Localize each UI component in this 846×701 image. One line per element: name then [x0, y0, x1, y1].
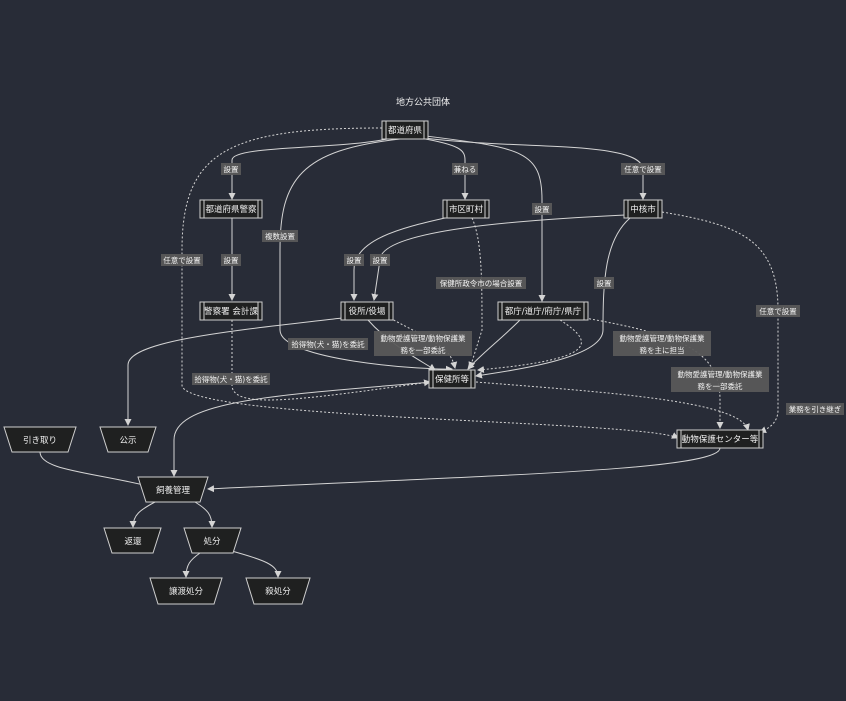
label-nin-setchi-chukaku: 任意で設置 [621, 163, 665, 175]
edge-todofuken-tocho [425, 135, 546, 302]
node-shiyo: 飼養管理 [137, 476, 209, 503]
node-center: 動物保護センター等 [676, 429, 764, 449]
svg-text:任意で設置: 任意で設置 [163, 255, 201, 265]
edge-center-shiyo [207, 447, 721, 493]
svg-text:兼ねる: 兼ねる [454, 164, 477, 174]
svg-text:設置: 設置 [224, 255, 239, 265]
label-fukusu-setchi: 複数設置 [262, 230, 298, 242]
edge-shikuchoson-hokenjo [468, 217, 483, 369]
label-setchi-tocho: 設置 [532, 203, 552, 215]
node-yakusho: 役所/役場 [340, 301, 394, 321]
edge-todofuken-police [228, 137, 393, 200]
svg-text:公示: 公示 [119, 436, 136, 446]
svg-text:複数設置: 複数設置 [265, 231, 295, 241]
svg-text:動物愛護管理/動物保護業: 動物愛護管理/動物保護業 [619, 333, 705, 343]
node-satsu: 殺処分 [245, 577, 311, 605]
svg-text:務を主に担当: 務を主に担当 [640, 345, 685, 355]
edge-todofuken-hokenjo [279, 138, 453, 373]
svg-text:都庁/道庁/府庁/県庁: 都庁/道庁/府庁/県庁 [505, 306, 582, 317]
edge-labels: 設置 兼ねる 任意で設置 設置 複数設置 任意で設置 設置 設置 [161, 163, 844, 415]
node-shikuchoson: 市区町村 [442, 199, 490, 219]
svg-text:引き取り: 引き取り [23, 436, 57, 446]
label-nin-setchi-center-2: 任意で設置 [756, 305, 800, 317]
svg-text:拾得物(犬・猫)を委託: 拾得物(犬・猫)を委託 [194, 374, 268, 384]
svg-text:設置: 設置 [373, 255, 388, 265]
edge-shiyo-shobun [194, 501, 216, 528]
label-ichibu-1: 動物愛護管理/動物保護業 務を一部委託 [374, 331, 472, 356]
svg-text:設置: 設置 [597, 278, 612, 288]
edges [39, 127, 779, 578]
edge-todofuken-shikuchoson [419, 137, 469, 200]
edge-hokenjo-center [475, 381, 750, 431]
svg-text:保健所等: 保健所等 [435, 374, 470, 385]
node-hokenjo: 保健所等 [428, 369, 476, 389]
svg-text:殺処分: 殺処分 [265, 586, 291, 597]
edge-shikuchoson-yakusho-1 [350, 217, 446, 301]
node-todofuken: 都道府県 [381, 120, 429, 140]
edge-chukakushi-hokenjo [475, 217, 631, 379]
node-joto: 譲渡処分 [149, 577, 223, 605]
svg-text:設置: 設置 [535, 204, 550, 214]
edge-tocho-hokenjo [467, 319, 521, 370]
node-police: 都道府県警察 [199, 199, 263, 219]
svg-text:設置: 設置 [347, 255, 362, 265]
svg-text:動物保護センター等: 動物保護センター等 [682, 434, 759, 445]
diagram-title: 地方公共団体 [396, 96, 450, 108]
edge-chukakushi-yakusho [371, 214, 626, 301]
svg-text:都道府県警察: 都道府県警察 [205, 204, 257, 215]
svg-text:処分: 処分 [203, 536, 221, 547]
edge-shobun-satsu [227, 549, 282, 578]
svg-text:市区町村: 市区町村 [449, 204, 484, 215]
edge-keisatsusho-hokenjo [231, 320, 431, 401]
svg-text:都道府県: 都道府県 [388, 125, 423, 136]
node-hikitori: 引き取り [3, 426, 77, 453]
svg-text:動物愛護管理/動物保護業: 動物愛護管理/動物保護業 [677, 369, 763, 379]
label-kaneru: 兼ねる [452, 163, 478, 175]
edge-hikitori-shiyo [39, 451, 149, 488]
label-setchi-yakusho-2: 設置 [370, 254, 390, 266]
label-setchi-police: 設置 [221, 163, 241, 175]
svg-text:返還: 返還 [124, 536, 142, 547]
svg-text:中核市: 中核市 [630, 204, 656, 215]
edge-hokenjo-shiyo [170, 381, 433, 477]
svg-text:役所/役場: 役所/役場 [349, 306, 386, 317]
svg-text:動物愛護管理/動物保護業: 動物愛護管理/動物保護業 [380, 333, 466, 343]
edge-shobun-joto [182, 552, 201, 578]
edge-todofuken-center-dotted [181, 127, 679, 439]
svg-text:務を一部委託: 務を一部委託 [698, 381, 743, 391]
svg-text:設置: 設置 [224, 164, 239, 174]
node-henkan: 返還 [103, 527, 162, 554]
label-seirei: 保健所政令市の場合設置 [436, 277, 526, 289]
edge-yakusho-hokenjo-dotted [389, 317, 458, 369]
node-koji: 公示 [99, 426, 157, 453]
label-nin-setchi-center: 任意で設置 [161, 254, 203, 266]
node-shobun: 処分 [183, 527, 242, 554]
node-tocho: 都庁/道庁/府庁/県庁 [497, 301, 589, 321]
svg-text:務を一部委託: 務を一部委託 [401, 345, 446, 355]
label-setchi-hokenjo: 設置 [594, 277, 614, 289]
label-omo: 動物愛護管理/動物保護業 務を主に担当 [613, 331, 711, 356]
label-setchi-keisatsusho: 設置 [221, 254, 241, 266]
svg-text:業務を引き継ぎ: 業務を引き継ぎ [789, 404, 842, 414]
svg-text:任意で設置: 任意で設置 [624, 164, 662, 174]
svg-text:警察署 会計課: 警察署 会計課 [204, 306, 258, 317]
node-keisatsusho: 警察署 会計課 [199, 301, 263, 321]
label-ishoku-1: 拾得物(犬・猫)を委託 [288, 338, 368, 350]
edge-shiyo-henkan [129, 501, 156, 528]
node-chukakushi: 中核市 [623, 199, 663, 219]
svg-text:譲渡処分: 譲渡処分 [169, 586, 204, 597]
svg-text:任意で設置: 任意で設置 [759, 306, 797, 316]
svg-text:拾得物(犬・猫)を委託: 拾得物(犬・猫)を委託 [291, 339, 365, 349]
label-hikitsugi: 業務を引き継ぎ [786, 403, 844, 415]
label-ishoku-2: 拾得物(犬・猫)を委託 [192, 373, 270, 385]
svg-text:飼養管理: 飼養管理 [156, 485, 191, 496]
edge-yakusho-koji [124, 317, 343, 426]
label-setchi-yakusho-1: 設置 [344, 254, 364, 266]
edge-chukakushi-center [661, 211, 779, 434]
label-ichibu-2: 動物愛護管理/動物保護業 務を一部委託 [671, 367, 769, 392]
svg-text:保健所政令市の場合設置: 保健所政令市の場合設置 [440, 278, 523, 288]
